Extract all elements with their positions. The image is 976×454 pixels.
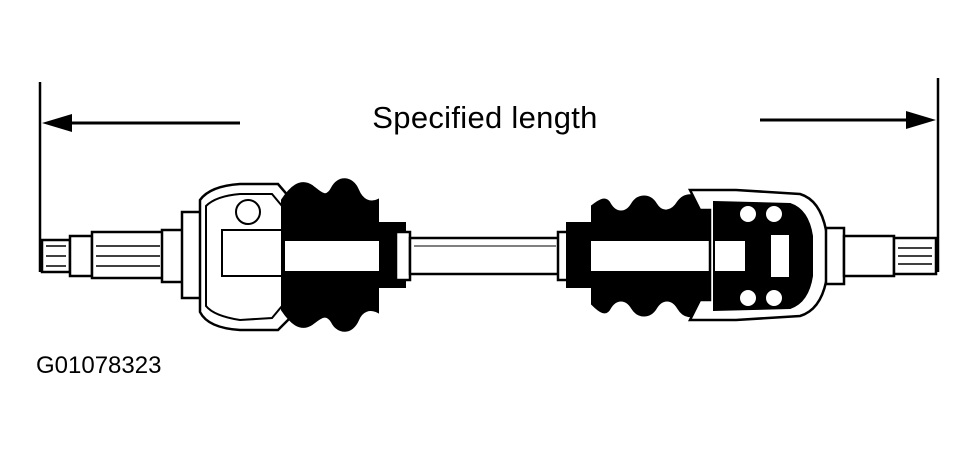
left-cv-boot <box>281 178 406 332</box>
right-cv-boot <box>566 194 715 318</box>
right-cv-joint-housing <box>687 188 832 322</box>
left-arrowhead <box>42 114 72 132</box>
right-splined-stub <box>824 226 938 286</box>
specified-length-label: Specified length <box>372 100 598 135</box>
dimension-arrows <box>42 111 936 132</box>
dimension-extension-lines <box>38 78 940 272</box>
left-splined-stub <box>40 228 186 284</box>
left-boot-clamp <box>394 230 412 282</box>
figure-code: G01078323 <box>36 352 162 379</box>
right-arrowhead <box>906 111 936 129</box>
left-cv-joint-housing <box>180 182 292 332</box>
intermediate-shaft <box>408 236 562 276</box>
